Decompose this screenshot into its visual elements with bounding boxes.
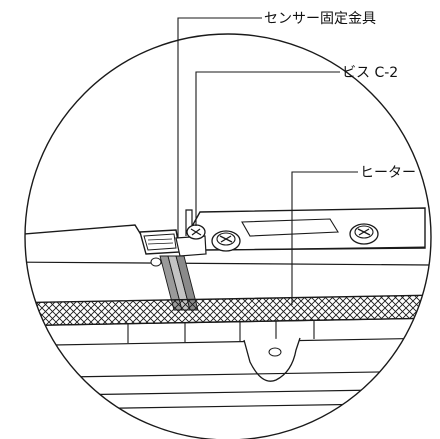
sensor-bracket-shape [139, 209, 207, 267]
label-sensor-bracket: センサー固定金具 [264, 11, 376, 27]
lower-frame-edge [25, 337, 431, 347]
middle-screw-icon [211, 230, 241, 252]
label-heater: ヒーター [360, 165, 416, 181]
detail-circle [24, 33, 432, 439]
upper-panel-underside [25, 261, 431, 266]
sensor-cable [159, 255, 199, 311]
leader-screw [195, 71, 340, 226]
leader-lines [177, 17, 358, 305]
leader-heater [291, 171, 358, 305]
heater-strip [25, 294, 431, 327]
label-screw-c2: ビス C-2 [342, 65, 398, 81]
frame-segments [127, 320, 315, 343]
mounting-tab [243, 337, 301, 382]
lower-frame-top [25, 317, 431, 327]
leader-sensor-bracket [177, 17, 262, 238]
bracket-slot [241, 218, 339, 237]
screw-c2-icon [186, 224, 206, 240]
bracket-raised-edge [204, 246, 426, 251]
right-screw-icon [349, 223, 379, 245]
